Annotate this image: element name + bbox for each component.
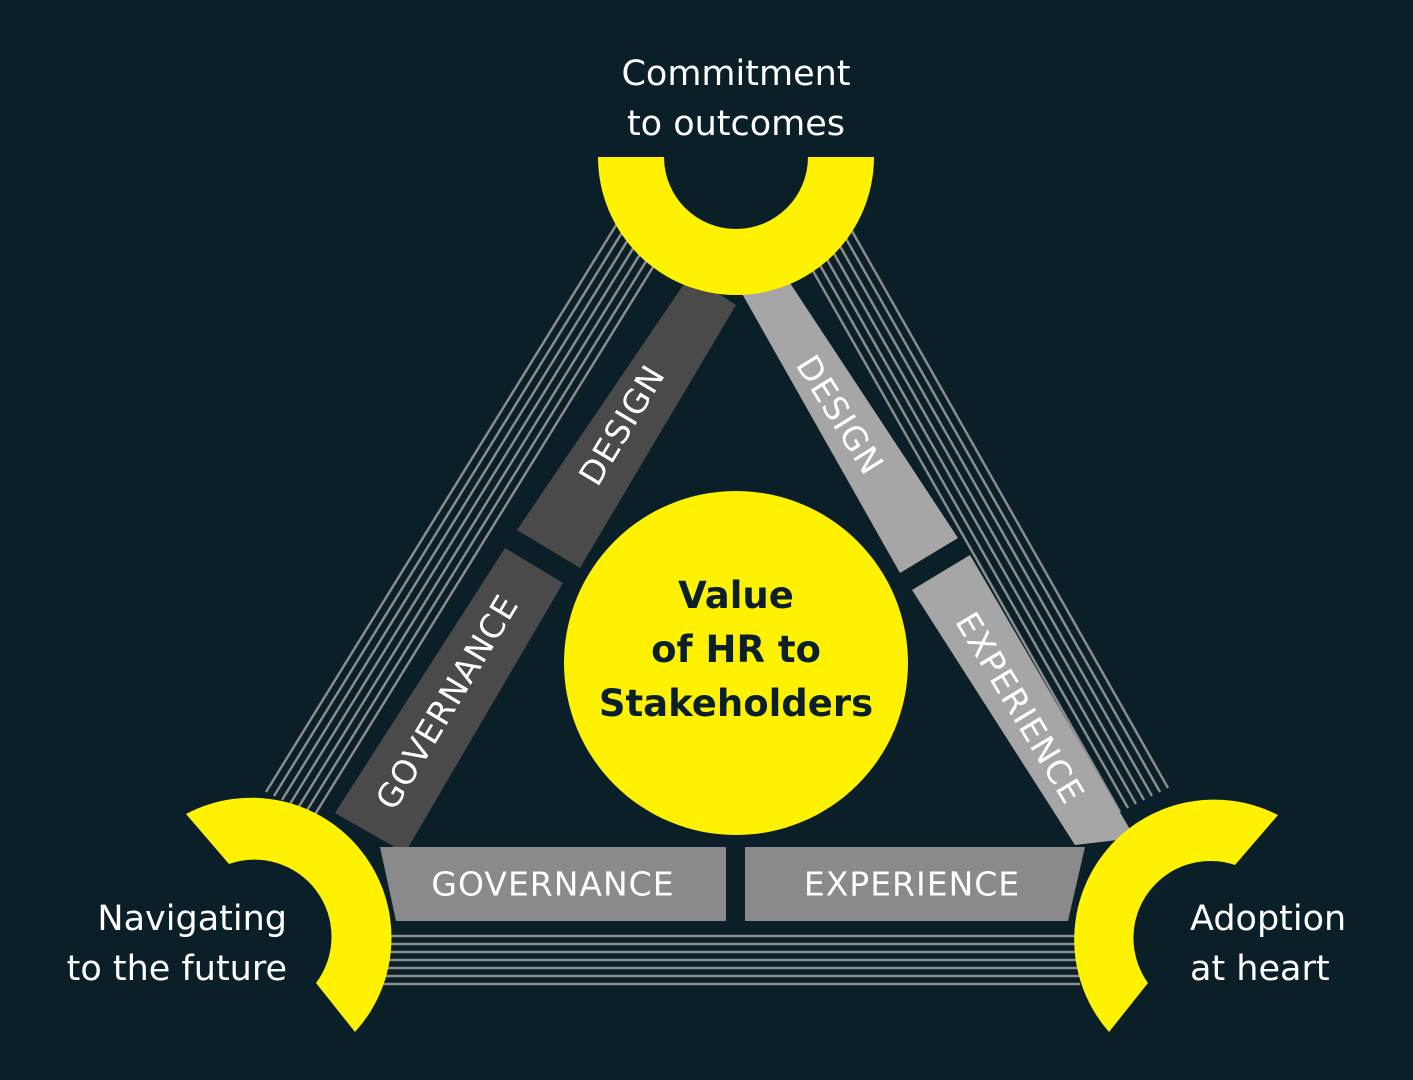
left-corner-label-line1: Navigating [97, 899, 287, 939]
center-label-line3: Stakeholders [599, 682, 873, 725]
center-label-line2: of HR to [651, 628, 821, 671]
left-corner-label-line2: to the future [67, 949, 287, 989]
center-circle [564, 491, 908, 835]
bar-bottom-experience: EXPERIENCE [745, 847, 1085, 921]
right-yellow-arc [1074, 799, 1278, 1032]
bar-left-governance: GOVERNANCE [335, 548, 563, 853]
right-corner-label-line1: Adoption [1190, 899, 1346, 939]
top-corner-label-line1: Commitment [621, 54, 850, 94]
bottom-edge-stripes [370, 934, 1080, 986]
bar-right-experience: EXPERIENCE [912, 555, 1135, 845]
left-edge-stripes [264, 221, 668, 817]
right-corner-label-line2: at heart [1190, 949, 1330, 989]
top-corner-label-line2: to outcomes [627, 104, 845, 144]
bar-bottom-experience-label: EXPERIENCE [804, 865, 1020, 904]
right-edge-stripes [798, 223, 1170, 813]
bar-bottom-governance-label: GOVERNANCE [431, 865, 674, 904]
bar-bottom-governance: GOVERNANCE [380, 847, 726, 921]
center-label-line1: Value [678, 574, 794, 617]
left-yellow-arc [186, 797, 392, 1032]
top-yellow-arc [598, 157, 874, 295]
